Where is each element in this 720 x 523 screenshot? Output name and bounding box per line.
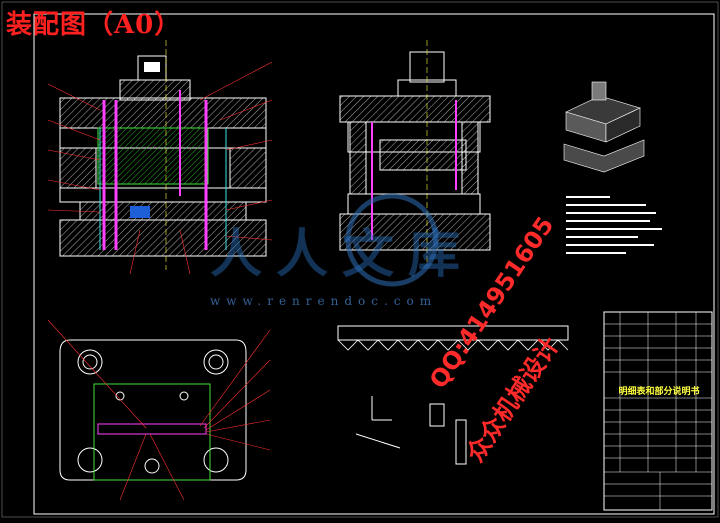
strip-layout [337, 325, 569, 465]
watermark-url: www.renrendoc.com [210, 294, 438, 308]
isometric-view [563, 81, 645, 173]
side-section-view [339, 40, 491, 266]
parts-table-label: 明细表和部分说明书 [618, 387, 700, 397]
watermark-text: 人人文库 [210, 225, 475, 285]
sheet-border [33, 13, 715, 515]
plan-view [47, 319, 271, 501]
watermark-logo [345, 193, 439, 287]
front-section-view [47, 40, 273, 275]
drawing-title: 装配图（A0） [6, 10, 182, 40]
technical-notes [566, 196, 662, 254]
parts-list-table [603, 311, 713, 511]
